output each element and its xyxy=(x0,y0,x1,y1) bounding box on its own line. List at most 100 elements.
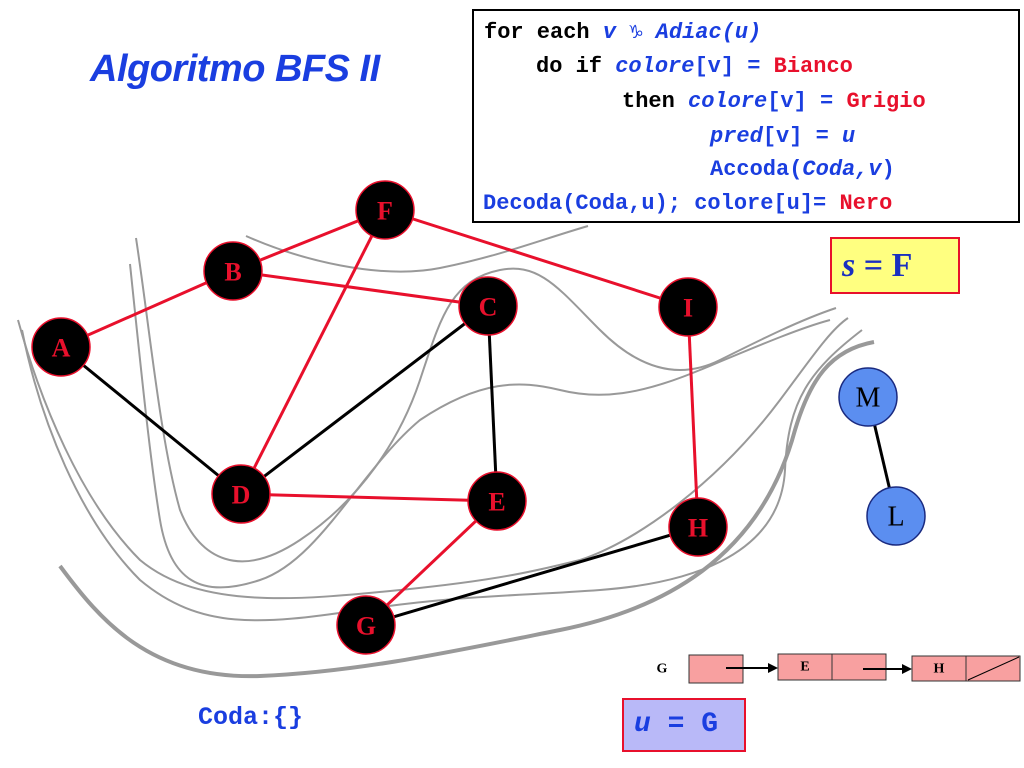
node-H: H xyxy=(668,497,728,557)
node-label: I xyxy=(683,294,693,323)
code-line-1: for each v ♑ Adiac(u) xyxy=(484,20,761,46)
node-circle xyxy=(355,180,415,240)
graph-nodes: A B C D E F G H I M L xyxy=(31,180,926,655)
layer-curve-4 xyxy=(17,317,849,600)
node-label: H xyxy=(688,514,708,543)
node-circle xyxy=(203,241,263,301)
code-line-3: then colore[v] = Grigio xyxy=(622,89,926,115)
equals-sign: = xyxy=(650,709,702,740)
component-boundary-curve xyxy=(58,340,875,679)
code-keyword: for each xyxy=(484,20,603,45)
code-line-4: pred[v] = u xyxy=(710,124,855,150)
node-C: C xyxy=(458,276,518,336)
node-circle xyxy=(467,471,527,531)
tree-edge-A-B xyxy=(60,269,234,349)
tree-edge-F-D xyxy=(239,209,387,495)
adj-list-cell-value xyxy=(777,653,833,681)
code-var: u xyxy=(842,124,856,149)
node-circle xyxy=(211,464,271,524)
code-var: v xyxy=(602,20,630,45)
node-D: D xyxy=(211,464,271,524)
code-line-6: Decoda(Coda,u); colore[u]= Nero xyxy=(483,191,892,217)
code-value: Nero xyxy=(839,191,893,216)
code-keyword: then xyxy=(622,89,689,114)
code-value: Grigio xyxy=(846,89,926,114)
node-label: E xyxy=(488,488,505,517)
arrowhead-icon xyxy=(768,663,778,673)
layer-curve-3 xyxy=(129,263,831,589)
code-line-5: Accoda(Coda,v) xyxy=(710,157,895,183)
tree-edge-E-G xyxy=(364,499,499,627)
layer-curve-1 xyxy=(245,225,589,273)
node-B: B xyxy=(203,241,263,301)
adj-list-head-label: G xyxy=(657,662,668,677)
code-expr: colore xyxy=(688,89,768,114)
node-M: M xyxy=(838,367,898,427)
current-var: u xyxy=(634,709,651,740)
edge-A-D xyxy=(60,345,242,496)
node-circle xyxy=(838,367,898,427)
equals-sign: = xyxy=(855,247,892,284)
node-G: G xyxy=(336,595,396,655)
node-A: A xyxy=(31,317,91,377)
code-value: Bianco xyxy=(773,54,853,79)
tree-edge-D-E xyxy=(240,492,498,503)
queue-label: Coda:{} xyxy=(198,703,304,732)
code-index: [v] = xyxy=(767,89,847,114)
code-args: Coda,v xyxy=(802,157,882,182)
code-expr: pred xyxy=(710,124,763,149)
node-circle xyxy=(31,317,91,377)
tree-edge-B-C xyxy=(232,269,489,308)
node-label: L xyxy=(887,502,904,533)
node-label: F xyxy=(377,197,393,226)
node-circle xyxy=(866,486,926,546)
edge-D-C xyxy=(240,304,489,496)
source-var: s xyxy=(842,247,856,284)
node-I: I xyxy=(658,277,718,337)
tree-edge-F-I xyxy=(384,208,689,309)
adj-list-cell-value xyxy=(911,655,967,682)
pseudocode-box: for each v ♑ Adiac(u) do if colore[v] = … xyxy=(472,9,1020,223)
tree-edge-I-H xyxy=(686,306,700,528)
node-circle xyxy=(336,595,396,655)
code-paren: ) xyxy=(881,157,895,182)
edge-G-H xyxy=(365,525,699,627)
node-label: D xyxy=(232,481,251,510)
layer-curve-5 xyxy=(21,329,863,622)
code-expr: colore xyxy=(615,54,695,79)
source-vertex-box: s = F xyxy=(830,237,960,294)
code-line-2: do if colore[v] = Bianco xyxy=(536,54,853,80)
graph-edges xyxy=(60,208,898,627)
adjacency-list: G E H xyxy=(657,653,1021,684)
layer-curve-2 xyxy=(135,237,837,563)
node-E: E xyxy=(467,471,527,531)
code-fn: Accoda( xyxy=(710,157,803,182)
adj-list-cell-label: E xyxy=(800,660,809,675)
node-label: G xyxy=(356,612,376,641)
node-F: F xyxy=(355,180,415,240)
edge-C-E xyxy=(486,305,499,502)
slide-title: Algoritmo BFS II xyxy=(90,48,380,90)
null-pointer-slash-icon xyxy=(967,656,1020,681)
source-value: F xyxy=(891,247,913,284)
node-circle xyxy=(658,277,718,337)
node-label: M xyxy=(856,383,881,414)
element-of-symbol-icon: ♑ xyxy=(629,20,643,45)
node-label: C xyxy=(479,293,498,322)
node-L: L xyxy=(866,486,926,546)
layer-curves xyxy=(17,225,863,622)
node-label: B xyxy=(224,258,241,287)
code-index: [v] = xyxy=(762,124,843,149)
node-label: A xyxy=(52,334,71,363)
current-value: G xyxy=(701,709,719,740)
node-circle xyxy=(668,497,728,557)
arrowhead-icon xyxy=(902,664,912,674)
adj-list-cell-next xyxy=(831,653,887,681)
code-expr: Adiac(u) xyxy=(642,20,762,45)
code-keyword: do if xyxy=(536,54,616,79)
adj-list-cell-label: H xyxy=(934,662,945,677)
node-circle xyxy=(458,276,518,336)
current-vertex-box: u = G xyxy=(622,698,746,752)
